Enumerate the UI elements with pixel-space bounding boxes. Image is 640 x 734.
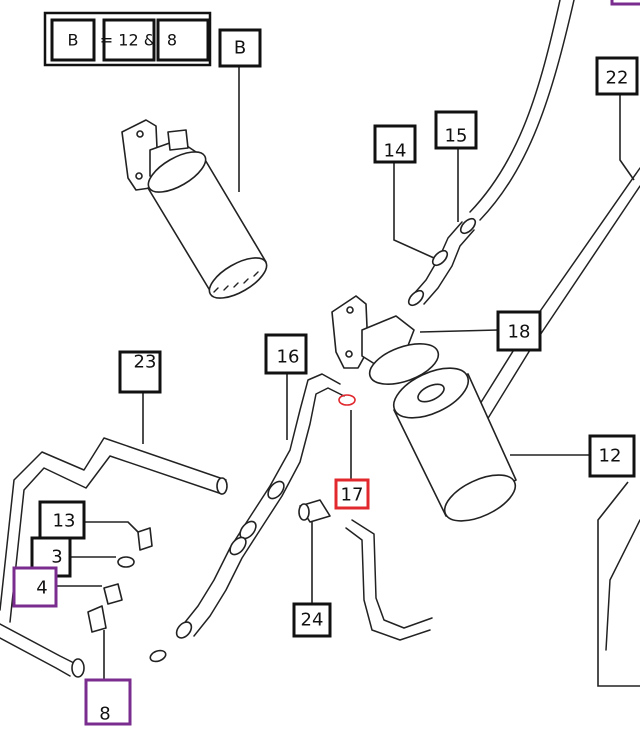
callout-18-label: 18: [508, 322, 531, 343]
hose-14-line-b: [423, 229, 475, 305]
pipe-22-line-b: [479, 0, 575, 221]
filter-b-bottom: [208, 257, 268, 299]
main-filter-top-hole: [417, 383, 445, 403]
main-filter-bolt-2: [345, 350, 353, 358]
callout-23-label: 23: [134, 352, 157, 373]
callout-3-label: 3: [51, 547, 62, 568]
callout-15[interactable]: 15: [434, 110, 478, 150]
hose-16-line-b: [193, 387, 345, 637]
legend-table: B = 12 & 8: [43, 11, 212, 67]
small-fittings: [56, 521, 153, 680]
pipe-23-line-a: [0, 437, 227, 611]
leader-18: [419, 329, 499, 333]
washer-16: [149, 649, 167, 663]
filter-b-bolt-1: [136, 130, 144, 138]
callout-23-box: [118, 350, 162, 394]
purple-box-fragment: [610, 0, 640, 6]
callout-8[interactable]: 8: [84, 678, 132, 726]
callout-12-label: 12: [599, 446, 622, 467]
pipe-23: [0, 392, 228, 678]
washer-3: [117, 556, 135, 568]
filter-b-grip-marks: [213, 271, 259, 293]
elbow-hose-14: [393, 146, 477, 307]
callout-b-box: [218, 28, 262, 68]
legend-cell-b-text: B: [68, 31, 79, 50]
pipe-23-lower-a: [0, 623, 77, 665]
main-filter-gasket: [368, 343, 440, 385]
callout-15-box: [434, 110, 478, 150]
callout-12-box: [588, 434, 636, 478]
hose-lower-a: [345, 527, 431, 641]
callout-b-label: B: [234, 38, 246, 59]
pipe-22-line-a: [469, 0, 561, 213]
callout-16[interactable]: 16: [264, 333, 308, 375]
pipe-23-end: [216, 477, 228, 495]
hose-16: [149, 372, 345, 663]
callout-17-box: [334, 478, 370, 510]
callout-24-box: [292, 602, 332, 638]
fitting-24: [298, 499, 331, 604]
callout-22-label: 22: [606, 68, 629, 89]
callout-18-box: [496, 310, 542, 352]
pipe-23-line-b: [9, 455, 223, 623]
main-filter-bracket: [331, 295, 369, 369]
filter-b-port: [167, 129, 189, 151]
callout-4-label: 4: [36, 578, 47, 599]
pipe-23-lower-end: [71, 658, 85, 678]
callout-8-box: [84, 678, 132, 726]
oring-17: [338, 394, 356, 406]
clamp-14b: [407, 289, 425, 307]
callout-b[interactable]: B: [218, 28, 262, 68]
main-filter-bolt-1: [346, 306, 354, 314]
fitting-4: [103, 583, 123, 605]
fitting-24-end: [298, 503, 310, 521]
callout-4[interactable]: 4: [12, 566, 58, 608]
clamp-16a: [267, 480, 285, 500]
callout-22-box: [595, 56, 639, 96]
callout-8-label: 8: [99, 704, 110, 725]
callout-23[interactable]: 23: [118, 350, 162, 394]
legend-cell-b: [50, 18, 96, 62]
clamp-14: [431, 249, 449, 267]
callout-14-box: [373, 124, 417, 164]
pipe-right-lower: [605, 519, 640, 651]
callout-24-label: 24: [301, 610, 324, 631]
callout-17[interactable]: 17: [334, 478, 370, 510]
fitting-8: [87, 605, 107, 633]
leader-12-right: [597, 481, 640, 687]
callout-24[interactable]: 24: [292, 602, 332, 638]
leader-14: [393, 162, 435, 259]
legend-cell-8: [156, 18, 210, 62]
callout-16-label: 16: [277, 347, 300, 368]
callout-14[interactable]: 14: [373, 124, 417, 164]
callout-16-box: [264, 333, 308, 375]
callout-15-label: 15: [445, 126, 468, 147]
clamp-16c: [229, 536, 247, 556]
legend-cell-equals: [102, 18, 156, 62]
legend-cell-equals-text: = 12 &: [100, 31, 156, 50]
callout-12[interactable]: 12: [588, 434, 636, 478]
filter-b-top-rim: [147, 151, 207, 193]
callout-22[interactable]: 22: [595, 56, 639, 96]
main-filter: [331, 295, 640, 687]
callout-4-box: [12, 566, 58, 608]
callout-13-label: 13: [53, 511, 76, 532]
hose-lower-b: [351, 519, 433, 629]
clamp-15: [459, 217, 477, 235]
pipe-23-lower-b: [0, 637, 71, 677]
legend-cell-8-text: 8: [167, 31, 177, 50]
callout-13[interactable]: 13: [38, 500, 86, 540]
callout-17-label: 17: [341, 485, 364, 506]
fitting-13: [137, 527, 153, 551]
filter-assembly-b: [121, 64, 268, 299]
filter-b-bolt-2: [135, 172, 143, 180]
leader-13: [84, 521, 139, 533]
hose-16-end: [175, 621, 193, 639]
leader-22: [619, 92, 635, 181]
callout-18[interactable]: 18: [496, 310, 542, 352]
callout-14-label: 14: [384, 141, 407, 162]
main-filter-bottom: [443, 474, 517, 522]
hose-16-line-a: [181, 373, 341, 627]
